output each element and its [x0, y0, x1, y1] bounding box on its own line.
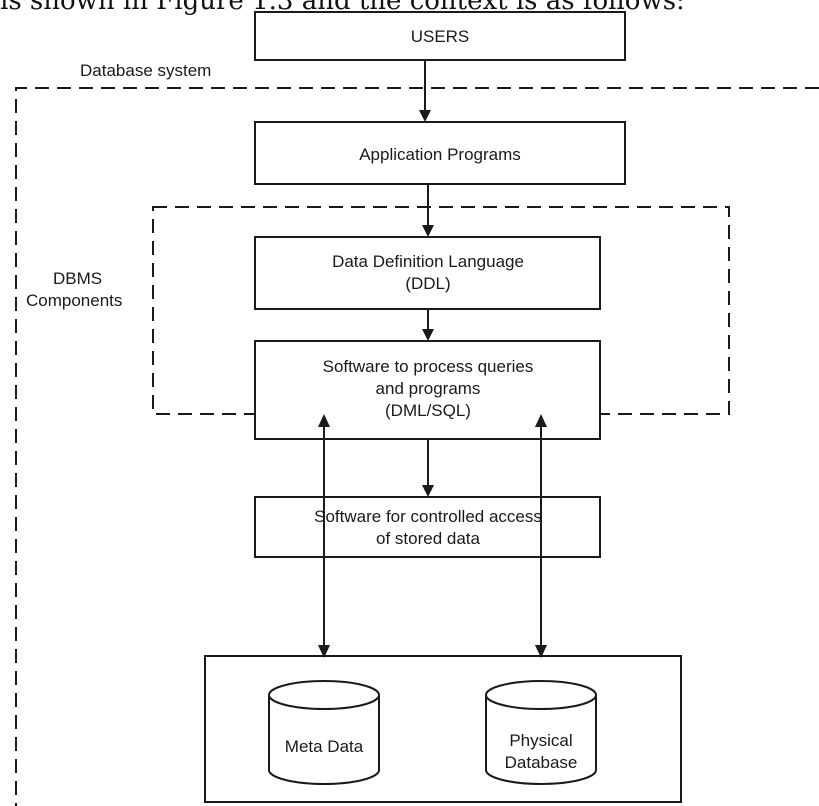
- svg-text:(DML/SQL): (DML/SQL): [385, 401, 471, 420]
- arrow-apps-to-ddl: [422, 184, 434, 237]
- svg-text:Application Programs: Application Programs: [359, 145, 521, 164]
- svg-text:Software for controlled access: Software for controlled access: [314, 507, 542, 526]
- arrow-query-to-access: [422, 439, 434, 497]
- meta-data-cylinder: Meta Data: [268, 680, 380, 785]
- database-system-boundary: [15, 87, 819, 806]
- arrow-dbms-meta-data-bidirectional: [318, 414, 330, 658]
- users-node: USERS: [254, 11, 626, 61]
- dbms-components-boundary: [152, 206, 730, 415]
- svg-text:(DDL): (DDL): [405, 274, 450, 293]
- svg-text:Meta Data: Meta Data: [285, 737, 364, 756]
- arrow-dbms-physical-db-bidirectional: [535, 414, 547, 658]
- ddl-node: Data Definition Language (DDL): [254, 236, 601, 310]
- arrow-ddl-to-query: [422, 309, 434, 341]
- application-programs-node: Application Programs: [254, 121, 626, 185]
- arrow-users-to-apps: [419, 60, 431, 122]
- svg-text:and programs: and programs: [376, 379, 481, 398]
- svg-text:USERS: USERS: [411, 27, 470, 46]
- database-system-label: Database system: [80, 61, 211, 80]
- svg-text:Database: Database: [505, 753, 578, 772]
- svg-text:Software to process queries: Software to process queries: [323, 357, 534, 376]
- physical-database-cylinder: Physical Database: [485, 680, 597, 785]
- dbms-components-label: DBMS Components: [26, 269, 122, 310]
- svg-text:Physical: Physical: [509, 731, 572, 750]
- svg-text:of stored data: of stored data: [376, 529, 481, 548]
- controlled-access-node: Software for controlled access of stored…: [254, 496, 601, 558]
- svg-text:Data Definition Language: Data Definition Language: [332, 252, 524, 271]
- query-software-node: Software to process queries and programs…: [254, 340, 601, 440]
